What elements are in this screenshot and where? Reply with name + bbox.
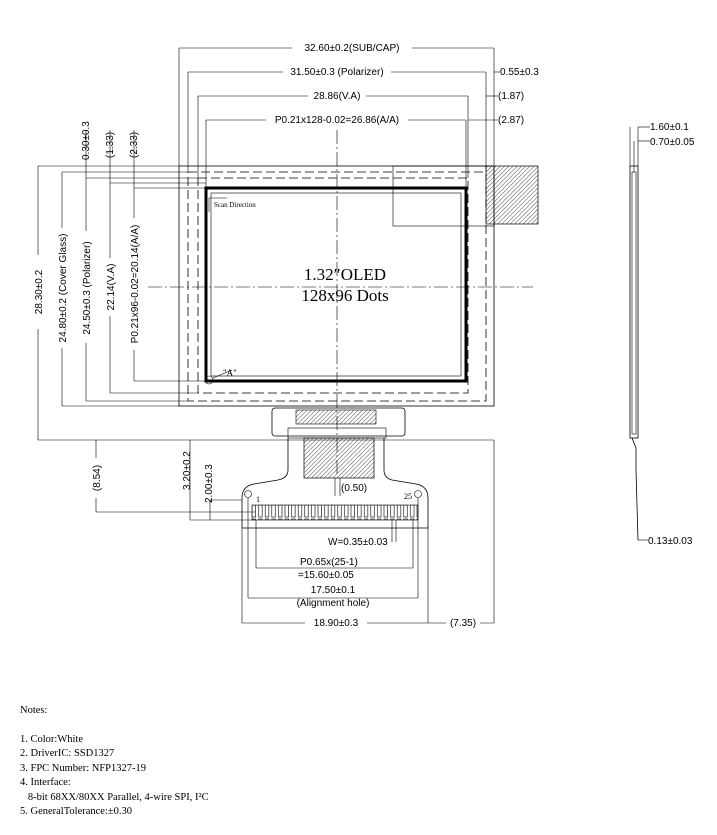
pixel-a-marker <box>204 375 214 385</box>
dim-aa-height: P0.21x96-0.02=20.14(A/A) <box>130 225 141 344</box>
dim-va-width: 28.86(V.A) <box>314 91 361 102</box>
side-dim-3: 0.13±0.03 <box>648 536 693 547</box>
active-area-inner <box>210 192 462 377</box>
active-area-outer <box>204 186 468 383</box>
ic-region-outline <box>392 165 495 227</box>
pin-25-label: 25 <box>404 492 412 501</box>
dim-pin-width: W=0.35±0.03 <box>328 537 388 548</box>
note-item: 1. Color:White <box>20 733 83 745</box>
side-view <box>629 126 650 541</box>
dim-polarizer-height: 24.50±0.3 (Polarizer) <box>82 241 93 334</box>
dim-fpc-total: 18.90±0.3 <box>314 618 359 629</box>
display-title: 1.32″OLED <box>304 265 386 284</box>
pin-1-label: 1 <box>256 495 260 504</box>
dim-030: 0.30±0.3 <box>81 121 92 160</box>
dim-pitch-2: =15.60±0.05 <box>298 570 354 581</box>
side-dim-2: 0.70±0.05 <box>650 137 695 148</box>
dim-right-r3: (2.87) <box>498 115 524 126</box>
dim-320: 3.20±0.2 <box>182 451 193 490</box>
note-item: 2. DriverIC: SSD1327 <box>20 748 115 759</box>
note-item: 8-bit 68XX/80XX Parallel, 4-wire SPI, I²… <box>20 791 209 803</box>
dim-cover-glass: 24.80±0.2 (Cover Glass) <box>58 234 69 343</box>
tab-hatched <box>485 165 539 225</box>
dim-cover-total: 28.30±0.2 <box>34 269 45 314</box>
dim-aa-width: P0.21x128-0.02=26.86(A/A) <box>275 115 399 126</box>
notes-heading: Notes: <box>20 705 48 716</box>
scan-direction-arrow <box>208 197 227 212</box>
view-area-outline <box>197 177 469 394</box>
note-item: 3. FPC Number: NFP1327-19 <box>20 762 147 774</box>
dim-200: 2.00±0.3 <box>204 464 215 503</box>
dim-sub-cap: 32.60±0.2(SUB/CAP) <box>305 43 400 54</box>
dim-133: (1.33) <box>105 132 116 158</box>
dim-pitch-1: P0.65x(25-1) <box>300 557 358 568</box>
dim-right-r1: 0.55±0.3 <box>500 67 539 78</box>
cover-glass-outline <box>178 165 495 407</box>
note-item: 4. Interface: <box>20 777 71 788</box>
display-subtitle: 128x96 Dots <box>301 286 388 305</box>
dim-050: (0.50) <box>341 483 367 494</box>
dim-offset: (7.35) <box>450 618 476 629</box>
dim-233: (2.33) <box>129 132 140 158</box>
dim-polarizer-width: 31.50±0.3 (Polarizer) <box>290 67 383 78</box>
side-dim-1: 1.60±0.1 <box>650 122 689 133</box>
notes-block: Notes: 1. Color:White 2. DriverIC: SSD13… <box>20 704 209 820</box>
pixel-a-label: "A" <box>223 368 237 378</box>
dim-right-r2: (1.87) <box>498 91 524 102</box>
dim-va-height: 22.14(V.A) <box>106 264 117 311</box>
dim-hole-2: (Alignment hole) <box>297 598 370 609</box>
note-item: 5. GeneralTolerance:±0.30 <box>20 806 133 817</box>
scan-direction-label: Scan Direction <box>214 201 256 209</box>
dim-hole-1: 17.50±0.1 <box>311 585 356 596</box>
dim-854: (8.54) <box>92 465 103 491</box>
